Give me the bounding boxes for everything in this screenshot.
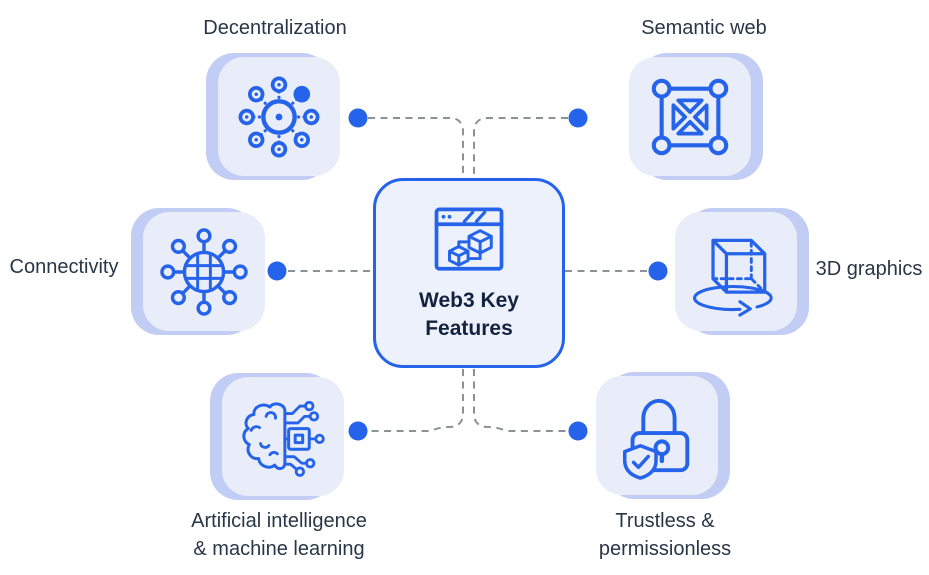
dot-bottom-left xyxy=(348,421,368,441)
label-trustless: Trustless & permissionless xyxy=(599,507,731,563)
label-text: Decentralization xyxy=(203,17,347,39)
center-title: Web3 Key Features xyxy=(419,287,519,343)
feature-tile-3d-graphics xyxy=(675,208,809,335)
feature-tile-connectivity xyxy=(131,208,265,335)
label-decentralization: Decentralization xyxy=(203,14,346,42)
web3-browser-cubes-icon xyxy=(434,207,504,271)
3d-graphics-icon xyxy=(693,238,773,317)
label-connectivity: Connectivity xyxy=(10,253,119,281)
label-semantic-web: Semantic web xyxy=(641,14,767,42)
dot-top-right xyxy=(568,108,588,128)
label-text: Semantic web xyxy=(641,17,767,39)
center-title-line2: Features xyxy=(425,317,513,340)
tile-face xyxy=(596,376,718,495)
feature-tile-decentralization xyxy=(206,53,340,180)
semantic-web-icon xyxy=(651,78,729,155)
dot-middle-right xyxy=(648,261,668,281)
center-box: Web3 Key Features xyxy=(373,178,565,368)
center-title-line1: Web3 Key xyxy=(419,289,519,312)
tile-face xyxy=(143,212,265,331)
tile-face xyxy=(675,212,797,331)
tile-face xyxy=(222,377,344,496)
dot-top-left xyxy=(348,108,368,128)
label-3d-graphics: 3D graphics xyxy=(816,255,923,283)
connector-top-right xyxy=(473,117,568,177)
connector-bottom-left xyxy=(368,369,464,432)
label-text: permissionless xyxy=(598,538,732,560)
tile-face xyxy=(629,57,751,176)
decentralization-icon xyxy=(238,76,320,157)
label-text: Trustless & xyxy=(615,510,715,532)
label-text: Artificial intelligence xyxy=(191,510,367,532)
dot-bottom-right xyxy=(568,421,588,441)
label-ai-ml: Artificial intelligence & machine learni… xyxy=(191,507,367,563)
trustless-icon xyxy=(622,398,690,480)
feature-tile-trustless xyxy=(596,372,730,499)
label-text: 3D graphics xyxy=(815,258,923,280)
connectivity-icon xyxy=(160,227,248,316)
tile-face xyxy=(218,57,340,176)
dot-middle-left xyxy=(267,261,287,281)
feature-tile-ai-ml xyxy=(210,373,344,500)
ai-ml-icon xyxy=(242,400,325,477)
label-text: & machine learning xyxy=(193,538,365,560)
connector-top-left xyxy=(368,117,464,177)
label-text: Connectivity xyxy=(9,256,119,278)
feature-tile-semantic-web xyxy=(629,53,763,180)
connector-bottom-right xyxy=(473,369,568,432)
